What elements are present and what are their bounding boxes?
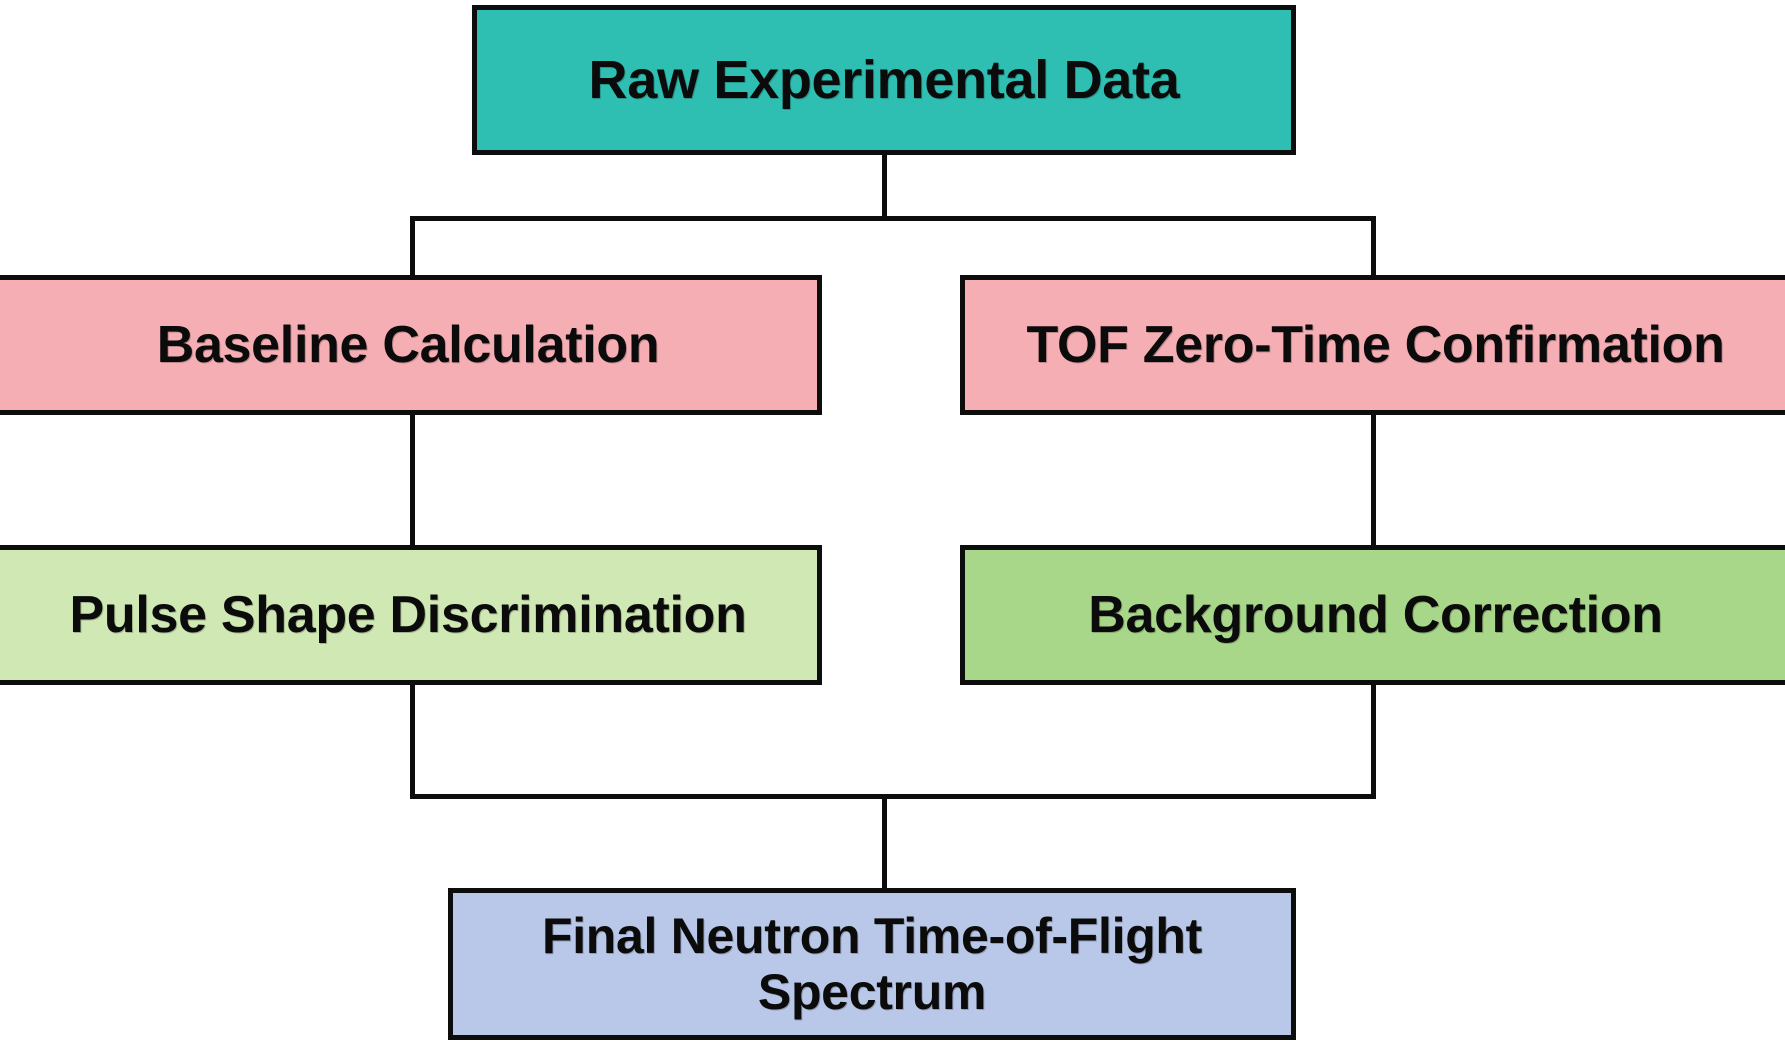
node-tof-zero-time-confirmation[interactable]: TOF Zero-Time Confirmation — [960, 275, 1785, 415]
connector-merge-bus — [410, 794, 1376, 799]
connector-baseline-to-psd — [410, 412, 415, 548]
node-label-final-neutron-tof-spectrum: Final Neutron Time-of-Flight Spectrum — [541, 908, 1203, 1020]
node-background-correction[interactable]: Background Correction — [960, 545, 1785, 685]
node-label-raw-experimental-data: Raw Experimental Data — [588, 49, 1180, 110]
node-label-baseline-calculation: Baseline Calculation — [156, 315, 660, 374]
node-label-tof-zero-time-confirmation: TOF Zero-Time Confirmation — [1026, 315, 1725, 374]
node-raw-experimental-data[interactable]: Raw Experimental Data — [472, 5, 1296, 155]
node-label-background-correction: Background Correction — [1088, 585, 1663, 644]
connector-merge-to-final — [882, 794, 887, 891]
connector-psd-to-merge — [410, 682, 415, 798]
node-pulse-shape-discrimination[interactable]: Pulse Shape Discrimination — [0, 545, 822, 685]
connector-background-to-merge — [1371, 682, 1376, 798]
node-baseline-calculation[interactable]: Baseline Calculation — [0, 275, 822, 415]
node-final-neutron-tof-spectrum[interactable]: Final Neutron Time-of-Flight Spectrum — [448, 888, 1296, 1040]
connector-split-bus — [410, 216, 1376, 221]
connector-split-to-baseline — [410, 216, 415, 278]
connector-tof-zero-to-background — [1371, 412, 1376, 548]
connector-split-to-tof-zero — [1371, 216, 1376, 278]
connector-raw-data-to-split — [882, 155, 887, 218]
node-label-pulse-shape-discrimination: Pulse Shape Discrimination — [69, 585, 747, 644]
